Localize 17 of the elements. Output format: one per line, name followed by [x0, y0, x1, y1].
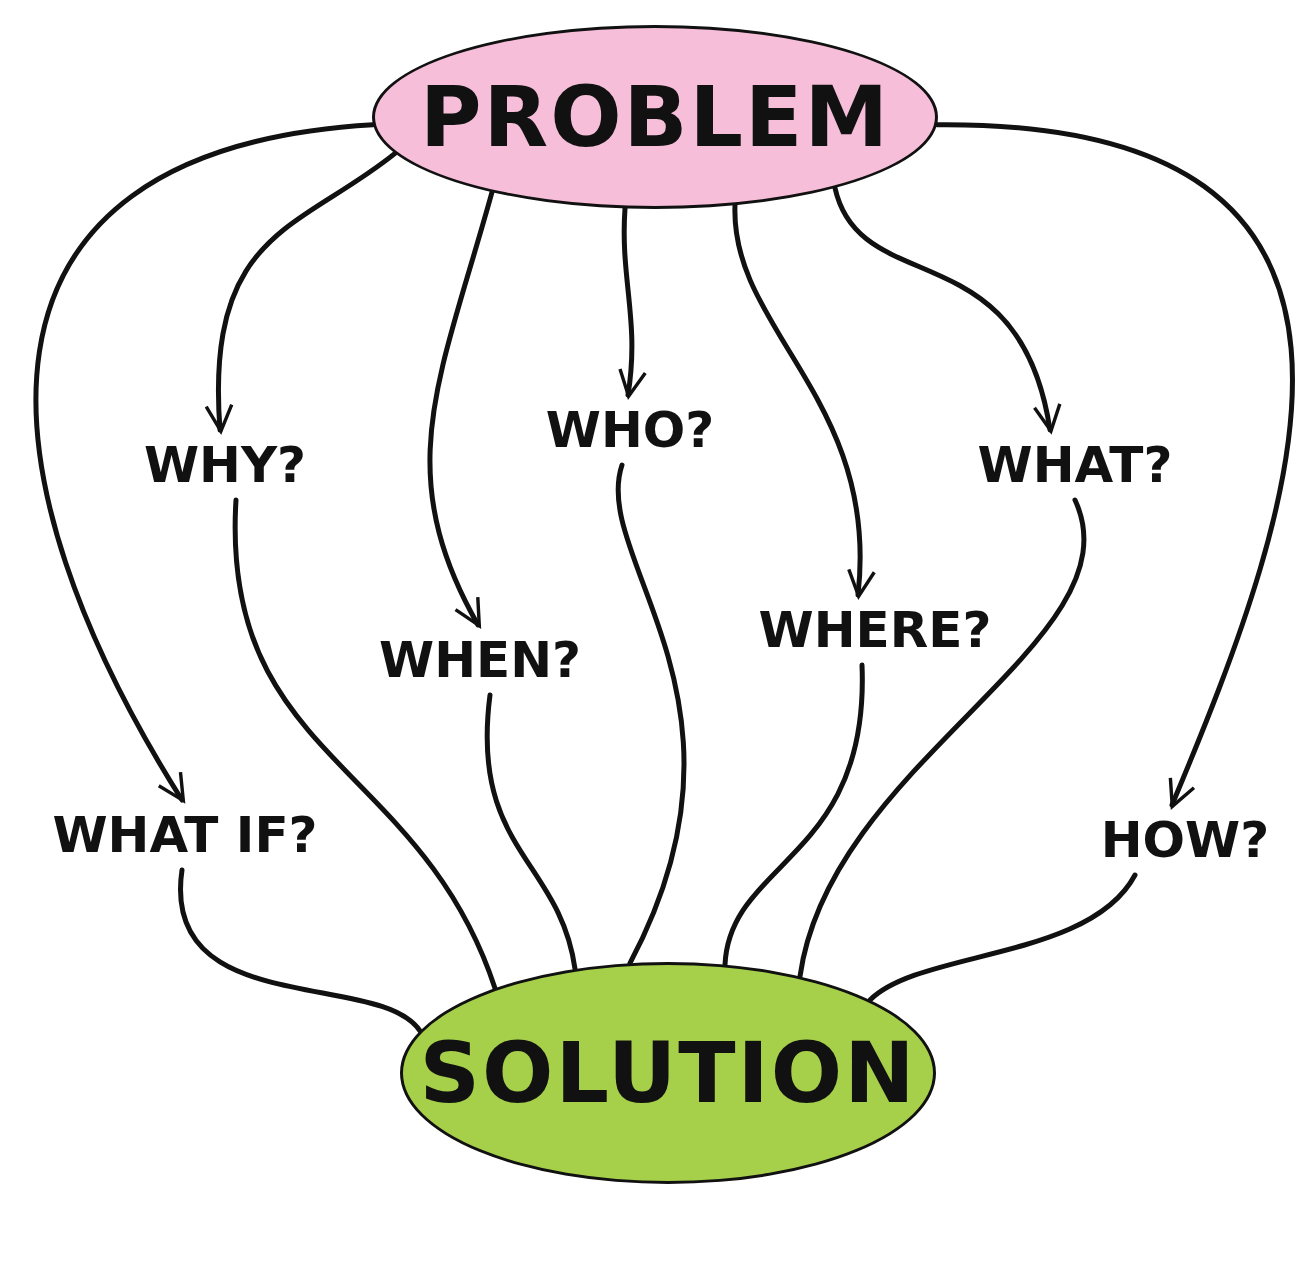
- question-label: WHEN?: [362, 625, 598, 695]
- question-label: WHAT?: [960, 430, 1190, 500]
- arrow: [832, 185, 1059, 433]
- question-label: HOW?: [1085, 805, 1285, 875]
- connector-line: [867, 872, 1138, 1003]
- question-label: WHAT IF?: [30, 800, 340, 870]
- question-label: WHY?: [130, 430, 320, 500]
- arrow: [206, 150, 398, 433]
- arrow: [427, 189, 495, 628]
- node-label: PROBLEM: [419, 68, 891, 166]
- connector-line: [484, 692, 578, 972]
- question-label: WHO?: [530, 395, 730, 465]
- question-label: WHERE?: [740, 595, 1010, 665]
- connector-line: [178, 867, 423, 1034]
- connector-line: [233, 497, 498, 991]
- connector-line: [797, 497, 1087, 979]
- node-label: SOLUTION: [419, 1024, 917, 1122]
